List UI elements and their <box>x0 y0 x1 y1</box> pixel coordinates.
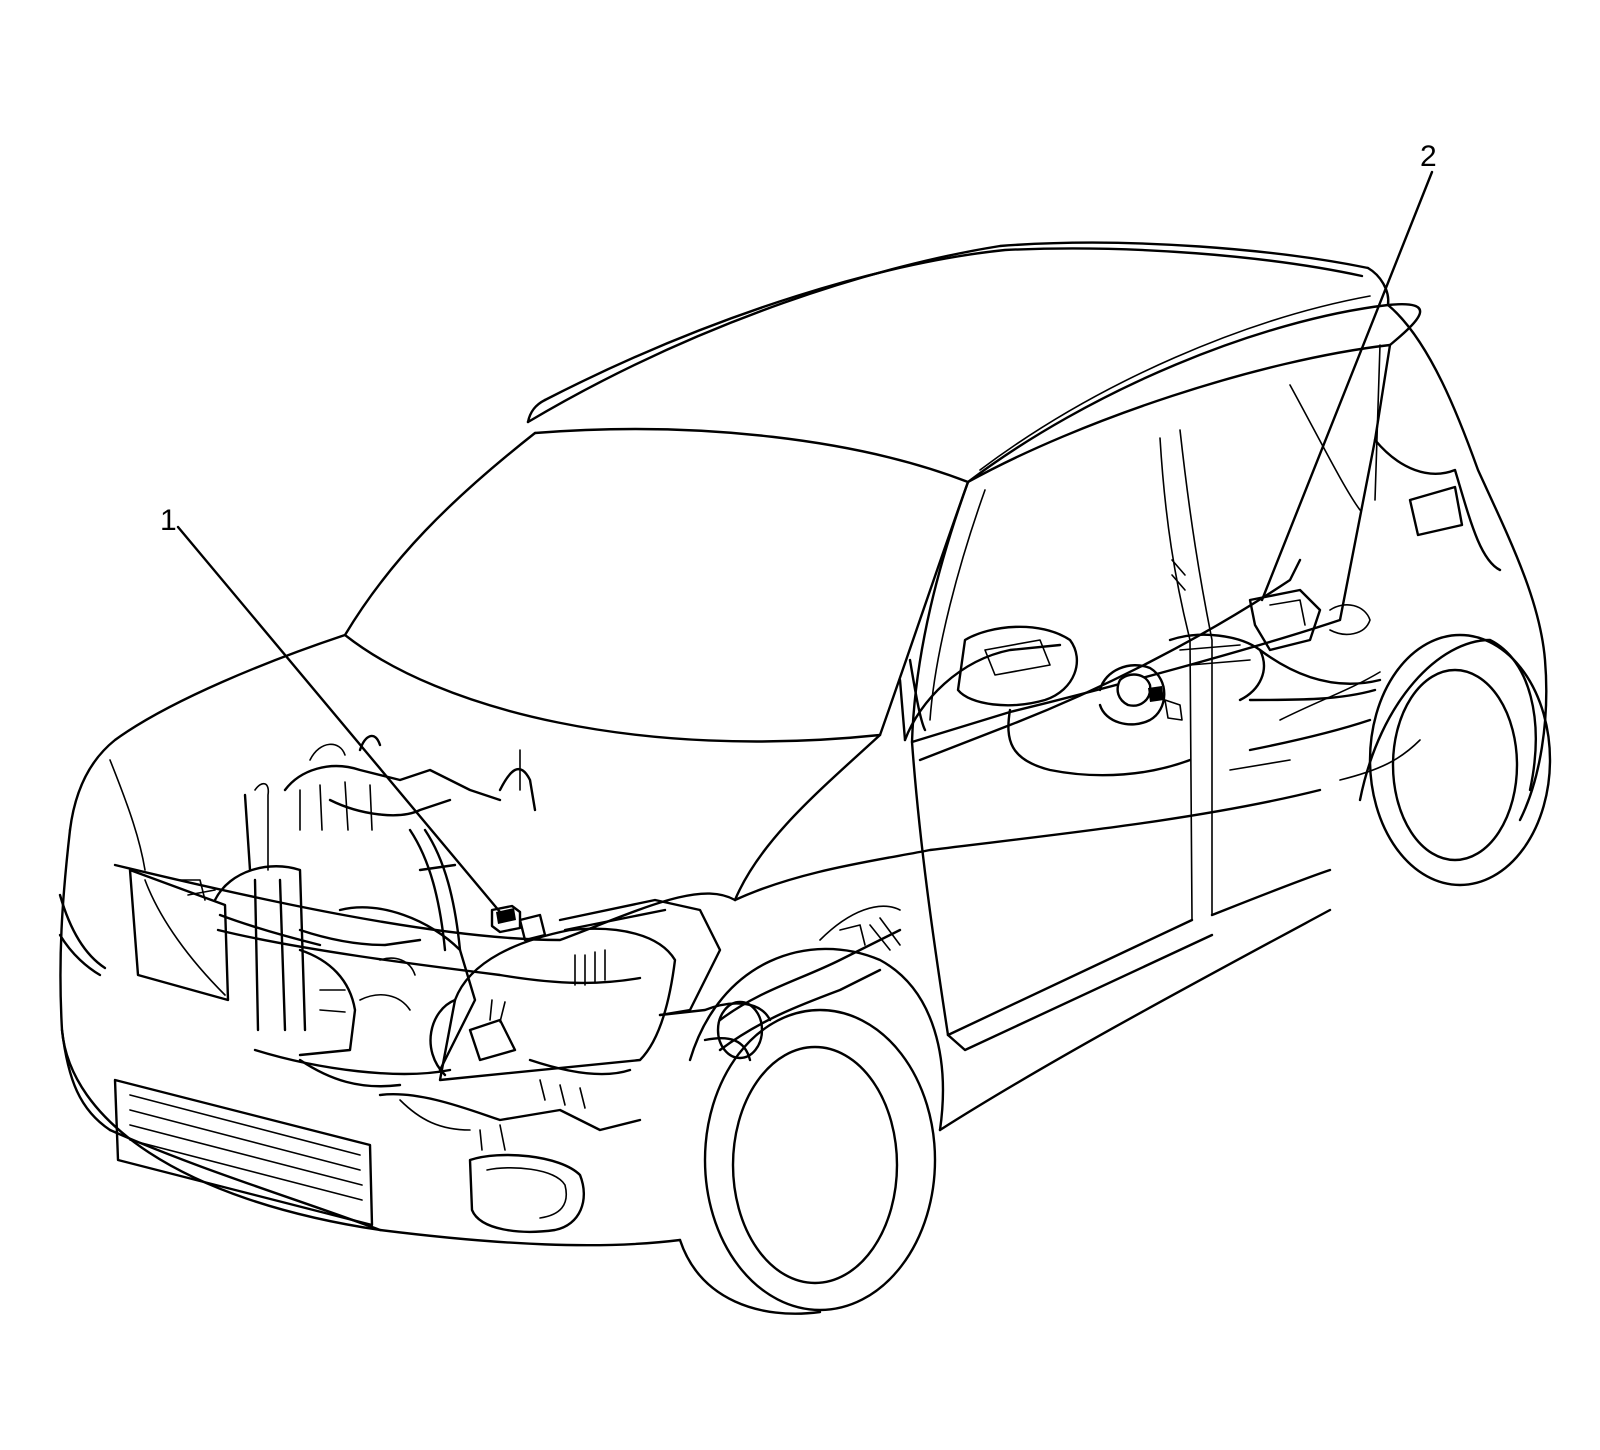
callout-1-leader-line <box>176 525 502 914</box>
front-bumper <box>60 1028 682 1247</box>
front-wheel <box>678 947 945 1315</box>
fuel-tank-assembly <box>898 588 1382 777</box>
exhaust-system <box>716 917 902 1060</box>
side-windows <box>910 343 1392 921</box>
windshield <box>343 431 970 743</box>
callout-2-label: 2 <box>1420 140 1437 173</box>
engine-highlight-outline <box>216 927 677 1082</box>
hood-and-front-body <box>58 633 882 1132</box>
fuel-tank-highlight-outline <box>918 558 1302 762</box>
engine-assembly <box>179 734 901 1151</box>
rear-wheel <box>1358 633 1552 887</box>
callout-1: 1 <box>160 504 502 914</box>
roof <box>526 241 1390 484</box>
callout-2-leader-line <box>1260 170 1434 602</box>
component-1-module <box>490 904 522 934</box>
side-body <box>733 303 1548 1132</box>
callout-1-label: 1 <box>160 504 177 537</box>
callout-2: 2 <box>1260 140 1437 602</box>
